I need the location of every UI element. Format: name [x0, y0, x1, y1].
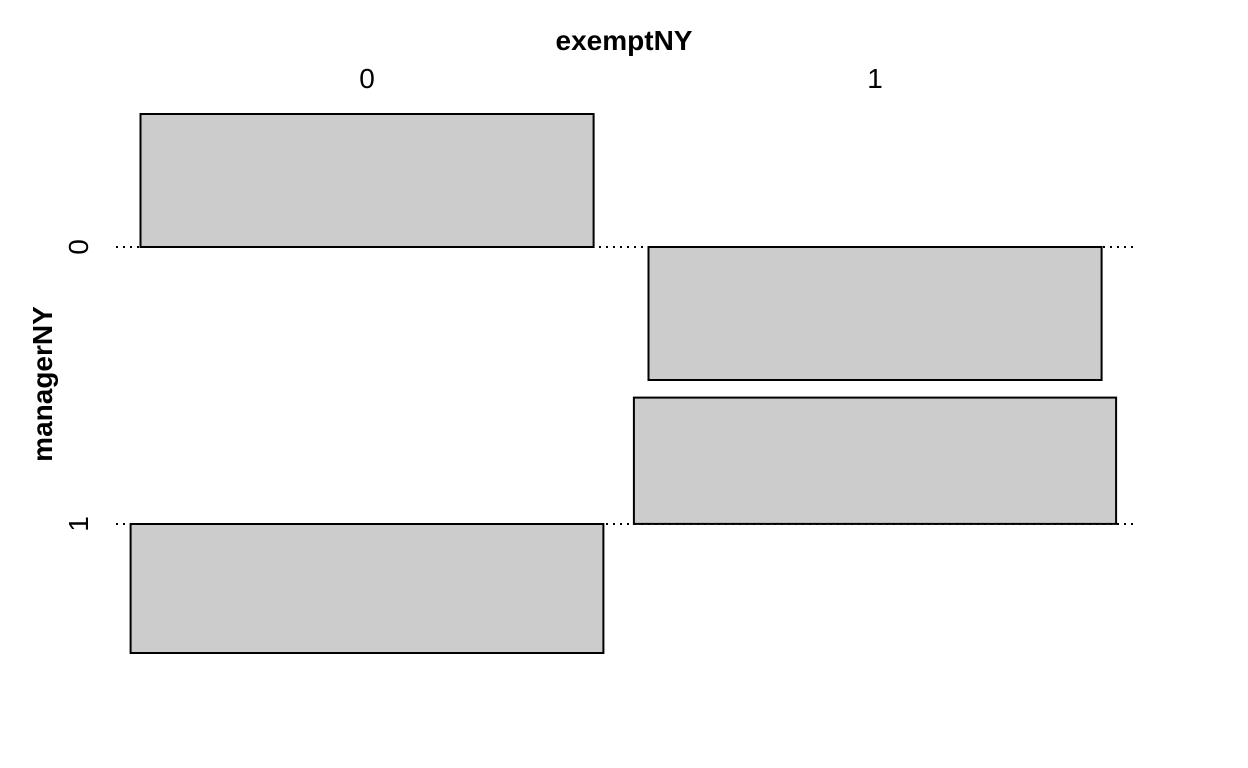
x-axis-title: exemptNY — [556, 25, 693, 56]
chart-marks — [116, 113, 1134, 654]
bar-0-1 — [647, 246, 1103, 381]
x-tick-label-1: 1 — [867, 63, 883, 94]
bar-0-0 — [139, 113, 595, 248]
bar-1-1 — [632, 396, 1118, 525]
x-tick-label-0: 0 — [359, 63, 375, 94]
bar-1-0 — [129, 523, 605, 654]
y-tick-label-0: 0 — [63, 239, 94, 255]
y-axis-title: managerNY — [27, 306, 58, 462]
y-tick-label-1: 1 — [63, 516, 94, 532]
